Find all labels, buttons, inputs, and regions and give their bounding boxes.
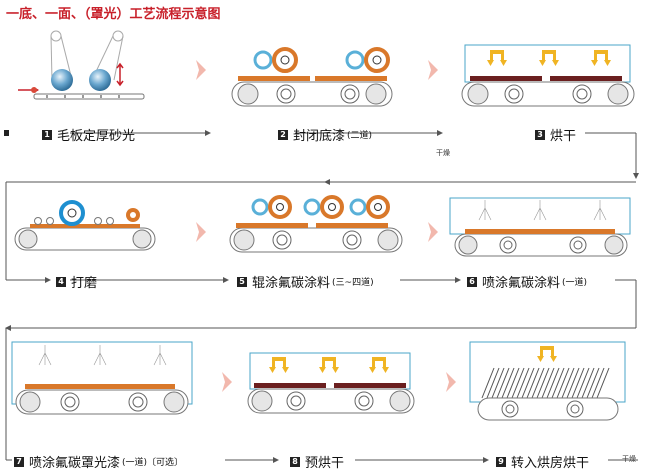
transition-arrows	[196, 60, 456, 392]
step1-sander	[18, 30, 145, 100]
step-2-number: 2	[278, 129, 288, 140]
step-6-sub: (一道)	[562, 278, 588, 288]
step-4-number: 4	[56, 276, 66, 287]
step-3-label: 3 烘干	[535, 125, 576, 144]
step-6-text: 喷涂氟碳涂料	[482, 276, 561, 291]
step-2-text: 封闭底漆	[293, 129, 346, 144]
step-1-text: 毛板定厚砂光	[57, 129, 136, 144]
step4-sanding	[14, 200, 156, 251]
step7-clearcoat-spray	[11, 341, 193, 415]
step-5-sub: (三~四道)	[332, 278, 374, 288]
step-7-number: 7	[14, 456, 24, 467]
step-7-label: 7 喷涂氟碳罩光漆 (一道)〔可选〕	[14, 452, 183, 471]
step3-dryer	[461, 44, 635, 107]
step5-roller-coating	[229, 195, 403, 253]
stacked-boards	[481, 367, 610, 399]
step-8-text: 预烘干	[305, 456, 345, 471]
step-9-number: 9	[496, 456, 506, 467]
step-1-number: 1	[42, 129, 52, 140]
step-4-label: 4 打磨	[56, 272, 97, 291]
step-4-text: 打磨	[71, 276, 98, 291]
step-2-sub: (二道)	[347, 131, 373, 141]
step-5-label: 5 辊涂氟碳涂料 (三~四道)	[237, 272, 374, 291]
step-6-label: 6 喷涂氟碳涂料 (一道)	[467, 272, 587, 291]
step9-drying-room	[469, 341, 626, 421]
diagram-title: 一底、一面、（罩光）工艺流程示意图	[6, 7, 221, 22]
step6-spray-coating	[449, 197, 631, 257]
flow-lines	[5, 130, 639, 463]
step-8-label: 8 预烘干	[290, 452, 344, 471]
step-3-text: 烘干	[550, 129, 577, 144]
step-8-number: 8	[290, 456, 300, 467]
step-5-text: 辊涂氟碳涂料	[252, 276, 331, 291]
dry-note-2: 干燥	[622, 455, 636, 463]
step-9-text: 转入烘房烘干	[511, 456, 590, 471]
step-5-number: 5	[237, 276, 247, 287]
step-3-number: 3	[535, 129, 545, 140]
step-1-label: 1 毛板定厚砂光	[42, 125, 135, 144]
step-6-number: 6	[467, 276, 477, 287]
step-7-sub: (一道)〔可选〕	[122, 458, 184, 468]
dry-note-1: 干燥	[436, 149, 450, 157]
step2-roller-coater	[231, 47, 393, 107]
flow-start-marker	[4, 130, 9, 136]
step-2-label: 2 封闭底漆 (二道)	[278, 125, 372, 144]
step-7-text: 喷涂氟碳罩光漆	[29, 456, 121, 471]
step-9-label: 9 转入烘房烘干	[496, 452, 589, 471]
step8-predryer	[247, 352, 415, 414]
